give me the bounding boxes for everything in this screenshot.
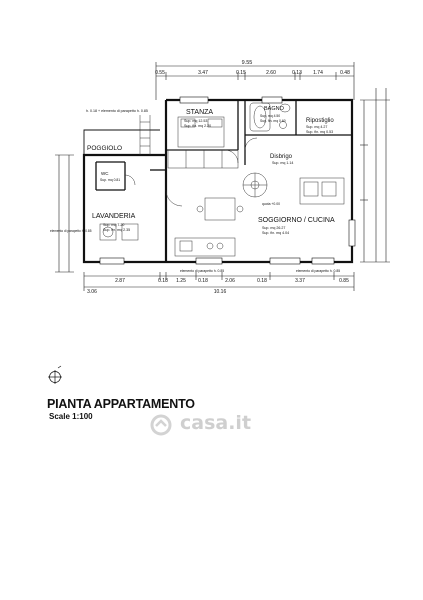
note-bottom-1: elemento di parapetto h. 0.85	[180, 269, 224, 273]
bottom-total-dim: 10.16	[214, 289, 227, 295]
bottom-left-dim: 2.87	[115, 278, 125, 284]
bottom-dim-5: 0.18	[257, 278, 267, 284]
left-dimension-chain	[55, 154, 74, 273]
note-top: h. 0.18 + elemento di parapetto h. 0.85	[86, 109, 148, 113]
bottom-dim-3: 0.18	[198, 278, 208, 284]
level-mark: quota +0.00	[262, 202, 280, 206]
top-dim-6: 1.74	[313, 70, 323, 76]
room-lavanderia-window: Sup. fin. mq 2.35	[103, 228, 130, 232]
bottom-dim-7: 0.85	[339, 278, 349, 284]
top-dim-3: 0.15	[236, 70, 246, 76]
room-soggiorno-window: Sup. fin. mq 4.04	[262, 231, 289, 235]
top-dim-4: 2.60	[266, 70, 276, 76]
top-dim-2: 3.47	[198, 70, 208, 76]
casa-logo-icon	[150, 414, 172, 436]
room-poggiolo-name: POGGIOLO	[87, 145, 122, 152]
room-stanza-window: Sup. fin. mq 2.20	[184, 124, 211, 128]
note-bottom-2: elemento di parapetto h. 0.85	[296, 269, 340, 273]
room-stanza-area: Sup. mq 12.53	[184, 119, 207, 123]
top-dimension-chain	[155, 62, 355, 100]
room-disbrigo-name: Disbrigo	[270, 154, 293, 160]
plan-title: PIANTA APPARTAMENTO	[47, 397, 195, 411]
bottom-dim-2: 1.25	[176, 278, 186, 284]
bottom-dimension-chain	[83, 272, 355, 291]
bottom-dim-6: 3.37	[295, 278, 305, 284]
room-wc-area: Sup. mq 0.81	[100, 178, 120, 182]
fixtures	[99, 102, 345, 257]
room-lavanderia-name: LAVANDERIA	[92, 213, 136, 220]
bottom-left-dim-2: 3.06	[87, 289, 97, 295]
top-total-dim: 9.55	[242, 60, 253, 66]
room-stanza-name: STANZA	[186, 109, 213, 116]
top-dim-5: 0.13	[292, 70, 302, 76]
room-bagno-window: Sup. fin. mq 0.60	[260, 119, 286, 123]
top-dim-7: 0.48	[340, 70, 350, 76]
casa-watermark: casa.it	[150, 408, 290, 448]
room-lavanderia-area: Sup. mq 7.20	[103, 223, 124, 227]
room-ripostiglio-window: Sup. fin. mq 0.53	[306, 130, 333, 134]
north-compass-icon	[48, 365, 62, 384]
top-dim-1: 0.55	[155, 70, 165, 76]
plan-scale: Scale 1:100	[49, 412, 93, 421]
room-disbrigo-area: Sup. mq 1.14	[272, 161, 293, 165]
room-wc-name: WC	[101, 171, 109, 176]
bottom-dim-4: 2.06	[225, 278, 235, 284]
room-bagno-area: Sup. mq 4.50	[260, 114, 280, 118]
bottom-dim-1: 0.18	[158, 278, 168, 284]
note-left: elemento di parapetto h. 0.85	[50, 229, 92, 233]
room-ripostiglio-name: Ripostiglio	[306, 118, 334, 124]
window-marks	[99, 96, 356, 265]
room-soggiorno-area: Sup. mq 26.27	[262, 226, 285, 230]
right-dimension-chain	[360, 88, 390, 263]
room-bagno-name: BAGNO	[264, 106, 285, 112]
room-ripostiglio-area: Sup. mq 4.27	[306, 125, 327, 129]
watermark-text: casa.it	[180, 412, 252, 434]
room-soggiorno-name: SOGGIORNO / CUCINA	[258, 217, 335, 224]
